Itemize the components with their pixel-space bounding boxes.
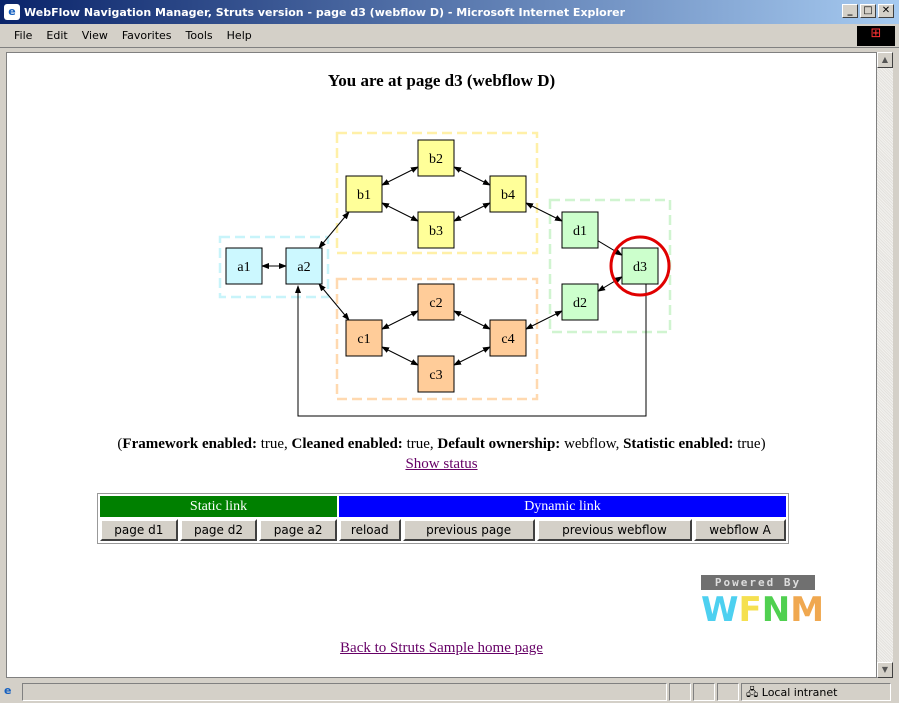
- edge-c3-c4: [453, 346, 491, 366]
- node-label-b1: b1: [357, 188, 371, 203]
- node-c2: [417, 283, 455, 321]
- node-d2: [561, 283, 599, 321]
- node-label-b2: b2: [429, 152, 443, 167]
- title-bar: e WebFlow Navigation Manager, Struts ver…: [0, 0, 899, 24]
- node-a1: [225, 247, 263, 285]
- previous-webflow-button[interactable]: previous webflow: [536, 519, 693, 541]
- status-bar: e 🖧 Local intranet: [0, 680, 899, 703]
- node-label-d1: d1: [573, 224, 587, 239]
- webflow-group-A: [218, 235, 330, 299]
- page-d2-button[interactable]: page d2: [179, 519, 258, 541]
- node-label-c1: c1: [357, 332, 370, 347]
- edge-a2-c1: [318, 283, 350, 321]
- menu-edit[interactable]: Edit: [46, 29, 68, 42]
- node-c4: [489, 319, 527, 357]
- edge-d2-d3: [597, 276, 623, 292]
- flags-line: (Framework enabled: true, Cleaned enable…: [117, 436, 766, 452]
- status-cell: [717, 682, 739, 701]
- intranet-icon: 🖧: [746, 685, 762, 699]
- scroll-down-button[interactable]: ▼: [877, 662, 893, 678]
- page-a2-button[interactable]: page a2: [259, 519, 337, 541]
- edge-b1-b2: [381, 166, 419, 186]
- status-cell: [693, 682, 715, 701]
- maximize-button[interactable]: □: [860, 4, 876, 18]
- flag-label: Framework enabled:: [122, 436, 257, 452]
- menu-view[interactable]: View: [81, 29, 108, 42]
- show-status-link[interactable]: Show status: [405, 456, 478, 472]
- edge-b3-b4: [453, 202, 491, 222]
- node-label-a1: a1: [237, 260, 250, 275]
- edge-c1-c2: [381, 310, 419, 330]
- edge-b2-b4: [453, 166, 491, 186]
- node-b3: [417, 211, 455, 249]
- webflow-group-C: [335, 277, 539, 401]
- node-label-d3: d3: [633, 260, 647, 275]
- edge-c1-c3: [381, 346, 419, 366]
- windows-logo-icon: ⊞: [857, 26, 895, 46]
- edge-c2-c4: [453, 310, 491, 330]
- page-d1-button[interactable]: page d1: [100, 519, 178, 541]
- edge-c4-d2: [525, 310, 563, 330]
- node-label-c3: c3: [429, 368, 442, 383]
- node-d1: [561, 211, 599, 249]
- back-home-link[interactable]: Back to Struts Sample home page: [340, 640, 543, 656]
- zone-cell: 🖧 Local intranet: [741, 682, 891, 701]
- node-label-b3: b3: [429, 224, 443, 239]
- menu-favorites[interactable]: Favorites: [121, 29, 172, 42]
- menu-bar: File Edit View Favorites Tools Help: [0, 24, 899, 48]
- status-cell: [669, 682, 691, 701]
- edge-d3-a2: [295, 284, 647, 417]
- edge-a2-b1: [318, 211, 350, 249]
- flag-value: true: [733, 436, 761, 452]
- menu-file[interactable]: File: [14, 29, 33, 42]
- flag-value: true,: [256, 436, 292, 452]
- flag-label: Default ownership:: [437, 436, 561, 452]
- previous-page-button[interactable]: previous page: [402, 519, 535, 541]
- page-heading: You are at page d3 (webflow D): [327, 71, 556, 90]
- reload-button[interactable]: reload: [339, 519, 401, 541]
- zone-label: Local intranet: [761, 685, 838, 699]
- ie-icon: e: [4, 4, 20, 20]
- current-page-marker: [609, 235, 671, 297]
- status-text-cell: [22, 682, 667, 701]
- window-title: WebFlow Navigation Manager, Struts versi…: [24, 5, 626, 19]
- node-b1: [345, 175, 383, 213]
- powered-by-label: Powered By: [701, 575, 815, 590]
- node-c1: [345, 319, 383, 357]
- flag-label: Statistic enabled:: [623, 436, 734, 452]
- flag-label: Cleaned enabled:: [291, 436, 403, 452]
- node-label-d2: d2: [573, 296, 587, 311]
- edge-b1-b3: [381, 202, 419, 222]
- edge-d1-d3: [597, 240, 623, 256]
- flag-value: true,: [402, 436, 438, 452]
- scroll-up-button[interactable]: ▲: [877, 52, 893, 68]
- node-label-b4: b4: [501, 188, 515, 203]
- node-c3: [417, 355, 455, 393]
- node-b2: [417, 139, 455, 177]
- minimize-button[interactable]: _: [842, 4, 858, 18]
- close-button[interactable]: ✕: [878, 4, 894, 18]
- node-a2: [285, 247, 323, 285]
- menu-tools[interactable]: Tools: [185, 29, 213, 42]
- edge-b4-d1: [525, 202, 563, 222]
- node-label-c2: c2: [429, 296, 442, 311]
- menu-help[interactable]: Help: [226, 29, 252, 42]
- page-icon: e: [4, 683, 12, 697]
- node-d3: [621, 247, 659, 285]
- node-label-c4: c4: [501, 332, 514, 347]
- flag-value: webflow,: [560, 436, 624, 452]
- node-b4: [489, 175, 527, 213]
- vertical-scrollbar[interactable]: ▲ ▼: [877, 52, 893, 678]
- webflow-a-button[interactable]: webflow A: [694, 519, 786, 541]
- static-link-header: Static link: [100, 496, 337, 517]
- dynamic-link-header: Dynamic link: [339, 496, 786, 517]
- node-label-a2: a2: [297, 260, 310, 275]
- webflow-group-B: [335, 131, 539, 255]
